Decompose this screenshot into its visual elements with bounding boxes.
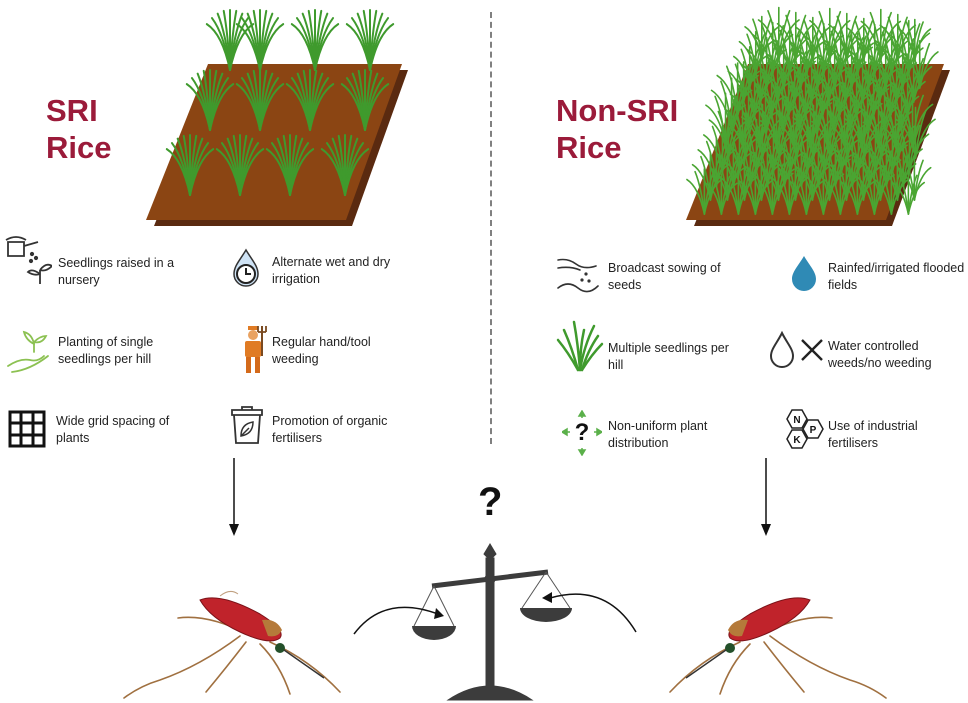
svg-text:P: P: [810, 425, 817, 436]
non-sri-practice-broadcast: Broadcast sowing of seeds: [608, 261, 721, 292]
sri-practice-weeding: Regular hand/tool weeding: [272, 335, 371, 366]
sri-practice-nursery: Seedlings raised in a nursery: [58, 256, 175, 287]
non-sri-rice-title: Non-SRI Rice: [556, 93, 679, 165]
sri-rice-title: SRI Rice: [46, 93, 112, 165]
sri-practice-awd-irrigation: Alternate wet and dry irrigation: [272, 255, 391, 286]
non-sri-down-arrow: [761, 458, 771, 536]
compost-bin-icon: [231, 406, 263, 444]
non-sri-practice-water-weeds: Water controlled weeds/no weeding: [828, 339, 932, 370]
svg-text:K: K: [793, 435, 801, 446]
drop-cross-icon: [769, 330, 823, 368]
hand-seedling-icon: [7, 330, 49, 373]
sri-down-arrow: [229, 458, 239, 536]
farmer-with-fork-icon: [245, 326, 267, 373]
non-sri-field-illustration: [686, 6, 950, 226]
sri-practice-organic-fertilisers: Promotion of organic fertilisers: [272, 414, 388, 445]
balance-scale-illustration: [353, 543, 637, 701]
non-sri-practice-non-uniform: Non-uniform plant distribution: [608, 419, 708, 450]
watering-can-seedling-icon: [5, 236, 52, 284]
svg-text:?: ?: [575, 419, 590, 446]
water-drop-icon: [792, 256, 816, 291]
non-sri-practice-industrial-fertilisers: Use of industrial fertilisers: [828, 419, 918, 450]
hand-sowing-seeds-icon: [557, 258, 599, 293]
clock-water-drop-icon: [233, 248, 259, 287]
sri-practice-wide-spacing: Wide grid spacing of plants: [56, 414, 170, 445]
center-divider: [490, 12, 492, 444]
mosquito-right-illustration: [669, 597, 887, 699]
npk-hexagon-icon: N P K: [786, 409, 824, 449]
non-sri-practice-multiple-seedlings: Multiple seedlings per hill: [608, 341, 729, 372]
sri-field-illustration: [146, 9, 408, 226]
question-mark: ?: [478, 480, 503, 524]
mosquito-left-illustration: [123, 590, 341, 699]
question-arrows-icon: ?: [562, 410, 602, 456]
grid-icon: [8, 410, 46, 448]
svg-text:N: N: [793, 415, 800, 426]
non-sri-practice-flooded: Rainfed/irrigated flooded fields: [828, 261, 965, 292]
grass-clump-icon: [556, 320, 604, 372]
sri-practice-single-seedlings: Planting of single seedlings per hill: [58, 335, 154, 366]
